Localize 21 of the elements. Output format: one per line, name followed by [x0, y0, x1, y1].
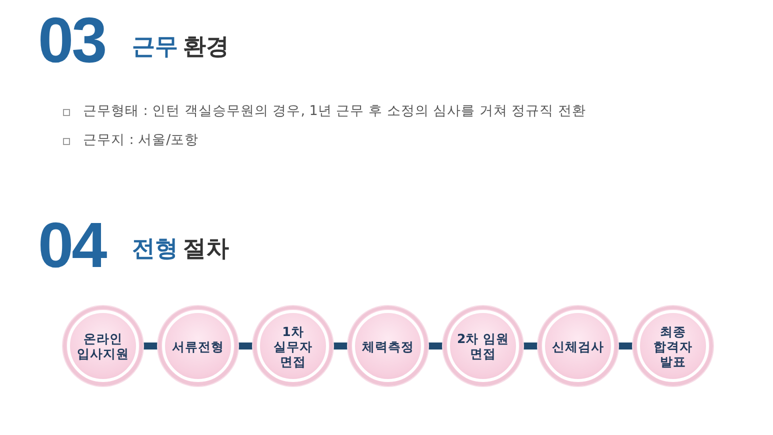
step-label: 2차 임원 면접: [456, 331, 510, 361]
bullet-text: 근무형태 : 인턴 객실승무원의 경우, 1년 근무 후 소정의 심사를 거쳐 정규직 전환: [83, 105, 586, 118]
connector-bar: [523, 342, 538, 350]
connector-bar: [143, 342, 158, 350]
section-number: 03: [38, 8, 106, 72]
connector-bar: [333, 342, 348, 350]
step-label: 서류전형: [171, 338, 225, 354]
step-label: 체력측정: [361, 338, 415, 354]
section-heading: 환경: [183, 36, 229, 59]
bullet-text: 근무지 : 서울/포항: [83, 134, 199, 148]
connector-bar: [428, 342, 443, 350]
section-heading: 근무: [132, 36, 178, 59]
step-label: 신체검사: [551, 338, 605, 354]
step-label: 1차 실무자 면접: [272, 324, 314, 368]
connector-bar: [618, 342, 633, 350]
section-heading: 절차: [183, 238, 229, 261]
section-number: 04: [38, 213, 106, 277]
step-label: 온라인 입사지원: [76, 331, 130, 361]
step-label: 최종 합격자 발표: [652, 324, 694, 368]
section-heading: 전형: [132, 238, 178, 261]
connector-bar: [238, 342, 253, 350]
